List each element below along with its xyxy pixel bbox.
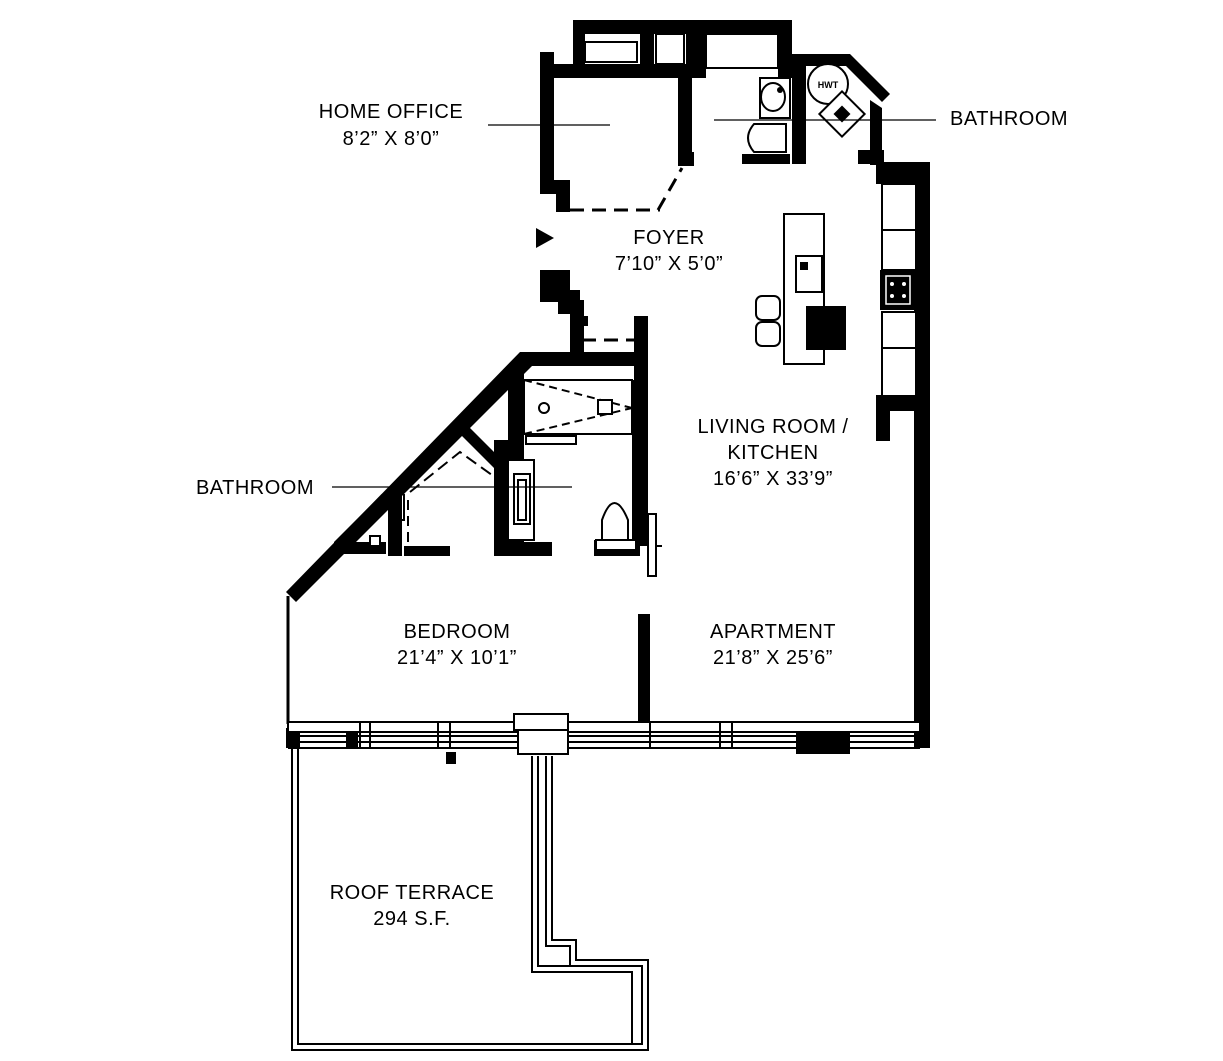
sink-icon xyxy=(759,77,791,119)
bathroom-upper-name: BATHROOM xyxy=(950,108,1068,130)
apartment-dims: 21’8” X 25’6” xyxy=(713,647,833,669)
apartment-name: APARTMENT xyxy=(710,621,836,643)
vanity xyxy=(507,459,535,541)
home-office-name: HOME OFFICE xyxy=(319,101,463,123)
living-kitchen-name-line1: LIVING ROOM / xyxy=(698,416,849,438)
door-swings xyxy=(407,167,684,548)
toilet-icon xyxy=(595,502,637,551)
bedroom-dims: 21’4” X 10’1” xyxy=(397,647,517,669)
roof-terrace-dims: 294 S.F. xyxy=(373,908,450,930)
toilet-icon xyxy=(747,123,787,153)
fixtures: HWT xyxy=(369,63,916,551)
roof-terrace-name: ROOF TERRACE xyxy=(330,882,495,904)
washer-dryer-icon: HWT xyxy=(807,63,867,139)
kitchen-island xyxy=(755,213,846,365)
leaders xyxy=(332,119,936,488)
entry-arrow-icon xyxy=(536,228,554,248)
bathroom-lower-name: BATHROOM xyxy=(196,477,314,499)
living-kitchen-dims: 16’6” X 33’9” xyxy=(713,468,833,490)
room-labels: HOME OFFICE 8’2” X 8’0” BATHROOM FOYER 7… xyxy=(196,101,1068,930)
foyer-dims: 7’10” X 5’0” xyxy=(615,253,723,275)
stove-icon xyxy=(880,270,916,310)
shower-icon xyxy=(523,379,633,445)
bedroom-name: BEDROOM xyxy=(404,621,511,643)
walls xyxy=(286,20,930,764)
svg-text:HWT: HWT xyxy=(818,80,839,90)
thin-lines xyxy=(286,33,921,1051)
foyer-name: FOYER xyxy=(633,227,704,249)
living-kitchen-name-line2: KITCHEN xyxy=(727,442,818,464)
home-office-dims: 8’2” X 8’0” xyxy=(343,128,440,150)
